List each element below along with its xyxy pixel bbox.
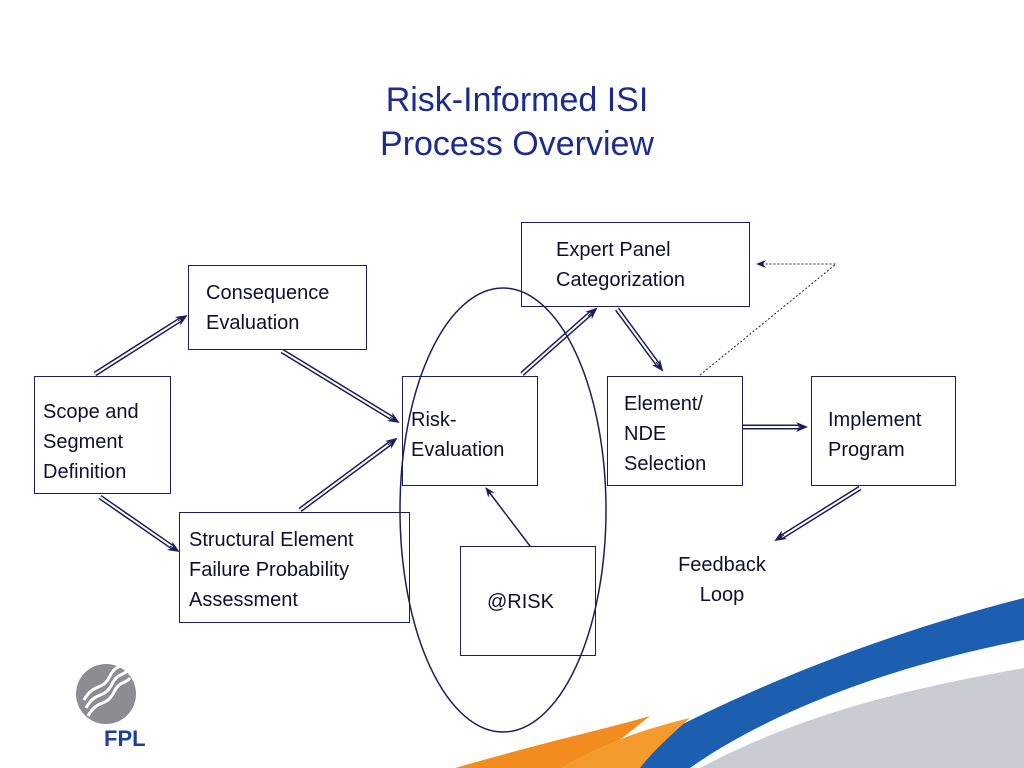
expert-line-2: Categorization	[556, 269, 685, 291]
structural-line-3: Assessment	[189, 589, 298, 611]
consequence-line-2: Evaluation	[206, 312, 300, 334]
title-line-1: Risk-Informed ISI	[385, 81, 649, 119]
arrow-scope-to-structural	[98, 494, 180, 553]
implement-box: Implement Program	[811, 376, 956, 486]
element-line-2: NDE	[624, 423, 667, 445]
consequence-box: Consequence Evaluation	[188, 265, 367, 350]
arrow-consequence-to-risk	[280, 348, 400, 424]
expert-line-1: Expert Panel	[556, 239, 671, 261]
arrow-implement-to-feedback	[774, 485, 862, 542]
element-line-1: Element/	[624, 393, 703, 415]
corner-orange-thin	[560, 718, 690, 768]
scope-line-1: Scope and	[43, 401, 139, 423]
structural-line-2: Failure Probability	[189, 559, 350, 581]
consequence-line-1: Consequence	[206, 282, 330, 304]
scope-box: Scope and Segment Definition	[34, 376, 171, 494]
page-title: Risk-Informed ISI Process Overview	[0, 78, 1024, 166]
implement-line-1: Implement	[828, 409, 922, 431]
arrow-scope-to-consequence	[93, 314, 188, 377]
arrow-structural-to-risk	[298, 437, 398, 513]
dotted-feedback-line	[699, 260, 838, 376]
structural-line-1: Structural Element	[189, 529, 354, 551]
arrow-expert-to-element	[614, 307, 664, 372]
title-line-2: Process Overview	[380, 125, 654, 163]
scope-line-3: Definition	[43, 461, 127, 483]
element-line-3: Selection	[624, 453, 707, 475]
structural-box: Structural Element Failure Probability A…	[179, 512, 410, 623]
feedback-line-2: Loop	[699, 584, 745, 606]
scope-line-2: Segment	[43, 431, 124, 453]
corner-blue-band	[600, 598, 1024, 768]
element-nde-box: Element/ NDE Selection	[607, 376, 743, 486]
implement-line-2: Program	[828, 439, 905, 461]
feedback-line-1: Feedback	[678, 554, 766, 576]
feedback-loop-label: Feedback Loop	[652, 550, 792, 610]
corner-orange-band	[455, 716, 650, 768]
fpl-logo-text: FPL	[104, 726, 146, 751]
corner-gray-band	[700, 668, 1024, 768]
